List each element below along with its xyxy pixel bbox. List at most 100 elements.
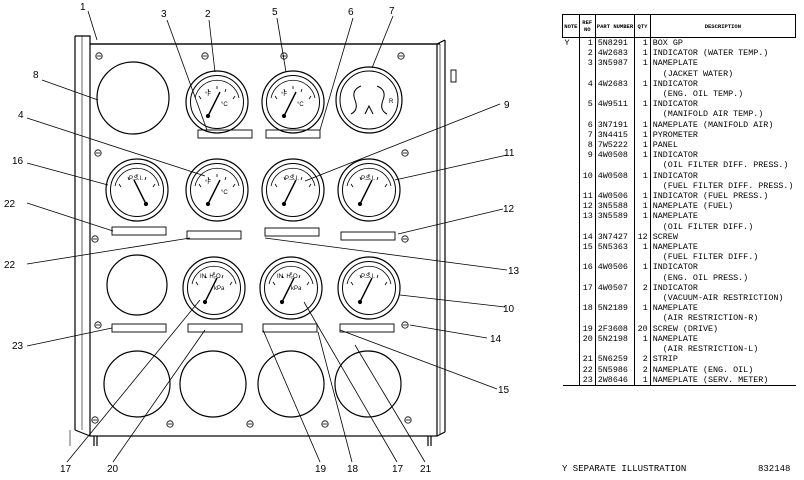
- table-row: (FUEL FILTER DIFF. PRESS.): [562, 180, 796, 192]
- table-row: (MANIFOLD AIR TEMP.): [562, 109, 796, 120]
- blank-hole-bottom-1: [103, 350, 171, 418]
- serv-meter-nameplate: [111, 323, 167, 333]
- table-row: (AIR RESTRICTION-L): [562, 344, 796, 355]
- cell-note: [562, 160, 580, 171]
- cell-note: Y: [562, 37, 580, 49]
- cell-note: [562, 89, 580, 100]
- manifold-air-temp-gauge: °F °C: [261, 70, 325, 134]
- cell-desc: NAMEPLATE: [652, 211, 698, 222]
- cell-qty: 1: [634, 58, 651, 69]
- cell-note: [562, 180, 580, 192]
- blank-hole-bottom-3: [257, 350, 325, 418]
- table-row: (ENG. OIL TEMP.): [562, 89, 796, 100]
- cell-part: 5N2198: [595, 333, 636, 345]
- cell-qty: [634, 344, 651, 355]
- cell-desc: PANEL: [652, 140, 678, 151]
- callout-15: 15: [498, 385, 510, 396]
- cell-note: [562, 231, 580, 243]
- cell-part: 5N8291: [595, 37, 636, 49]
- fuel-nameplate: [340, 231, 396, 241]
- cell-qty: [634, 68, 651, 79]
- cell-note: [562, 109, 580, 120]
- cell-ref: 15: [579, 242, 596, 253]
- callout-12: 12: [503, 204, 515, 215]
- cell-desc: INDICATOR (FUEL PRESS.): [652, 191, 769, 202]
- callout-23: 23: [12, 341, 24, 352]
- manifold-air-nameplate: [265, 129, 321, 139]
- svg-text:°C: °C: [297, 102, 304, 108]
- cell-ref: 9: [579, 150, 596, 161]
- cell-desc: STRIP: [652, 354, 678, 365]
- cell-part: 4W0507: [595, 282, 636, 294]
- cell-note: [562, 78, 580, 90]
- blank-hole-mid-left: [106, 254, 168, 316]
- cell-note: [562, 364, 580, 375]
- cell-part: 2W8646: [595, 374, 636, 386]
- cell-qty: 1: [634, 191, 651, 202]
- cell-ref: 5: [579, 99, 596, 110]
- air-restriction-left-nameplate: [187, 323, 243, 333]
- cell-note: [562, 170, 580, 181]
- cell-part: 5N6259: [595, 354, 636, 365]
- svg-text:P.S.I.: P.S.I.: [129, 176, 143, 182]
- svg-text:IN. H₂O: IN. H₂O: [200, 274, 221, 280]
- fuel-filter-diff-press-gauge: P.S.I.: [337, 256, 401, 320]
- cell-part: [595, 109, 636, 120]
- cell-qty: 1: [634, 140, 651, 151]
- screw-icon: [397, 52, 405, 60]
- cell-desc: (JACKET WATER): [652, 68, 734, 79]
- cell-qty: [634, 109, 651, 120]
- cell-ref: 11: [579, 191, 596, 202]
- cell-ref: [579, 221, 596, 232]
- cell-part: 3N5589: [595, 211, 636, 222]
- cell-desc: NAMEPLATE: [652, 58, 698, 69]
- cell-qty: [634, 272, 651, 283]
- cell-note: [562, 354, 580, 365]
- cell-desc: INDICATOR: [652, 170, 698, 181]
- screw-icon: [401, 149, 409, 157]
- cell-qty: 1: [634, 303, 651, 314]
- parts-list-header: NOTE REF NO PART NUMBER QTY DESCRIPTION: [562, 14, 797, 38]
- cell-qty: [634, 293, 651, 304]
- svg-text:kPa: kPa: [214, 286, 225, 292]
- cell-desc: (OIL FILTER DIFF.): [652, 221, 754, 232]
- cell-part: 5N2189: [595, 303, 636, 314]
- cell-note: [562, 119, 580, 130]
- screw-icon: [401, 321, 409, 329]
- cell-part: 7W5222: [595, 140, 636, 151]
- cell-part: 3N5987: [595, 58, 636, 69]
- callout-22-top: 22: [4, 199, 16, 210]
- cell-desc: INDICATOR: [652, 282, 698, 293]
- header-part-number: PART NUMBER: [594, 14, 636, 38]
- cell-note: [562, 242, 580, 253]
- cell-qty: 1: [634, 211, 651, 222]
- table-row: (VACUUM-AIR RESTRICTION): [562, 293, 796, 304]
- cell-part: 2F3608: [595, 323, 636, 334]
- cell-note: [562, 191, 580, 202]
- callout-3: 3: [161, 9, 167, 20]
- cell-desc: (OIL FILTER DIFF. PRESS.): [652, 160, 789, 171]
- cell-note: [562, 201, 580, 212]
- cell-part: 5N5363: [595, 242, 636, 253]
- cell-part: [595, 293, 636, 304]
- cell-ref: 22: [579, 364, 596, 375]
- cell-note: [562, 68, 580, 79]
- cell-desc: (ENG. OIL TEMP.): [652, 89, 744, 100]
- cell-qty: 1: [634, 262, 651, 273]
- pyrometer: R: [335, 66, 403, 134]
- svg-text:IN. H₂O: IN. H₂O: [277, 274, 298, 280]
- cell-qty: 2: [634, 354, 651, 365]
- cell-qty: 1: [634, 333, 651, 345]
- cell-qty: 20: [634, 323, 651, 334]
- cell-ref: 16: [579, 262, 596, 273]
- callout-9: 9: [504, 100, 510, 111]
